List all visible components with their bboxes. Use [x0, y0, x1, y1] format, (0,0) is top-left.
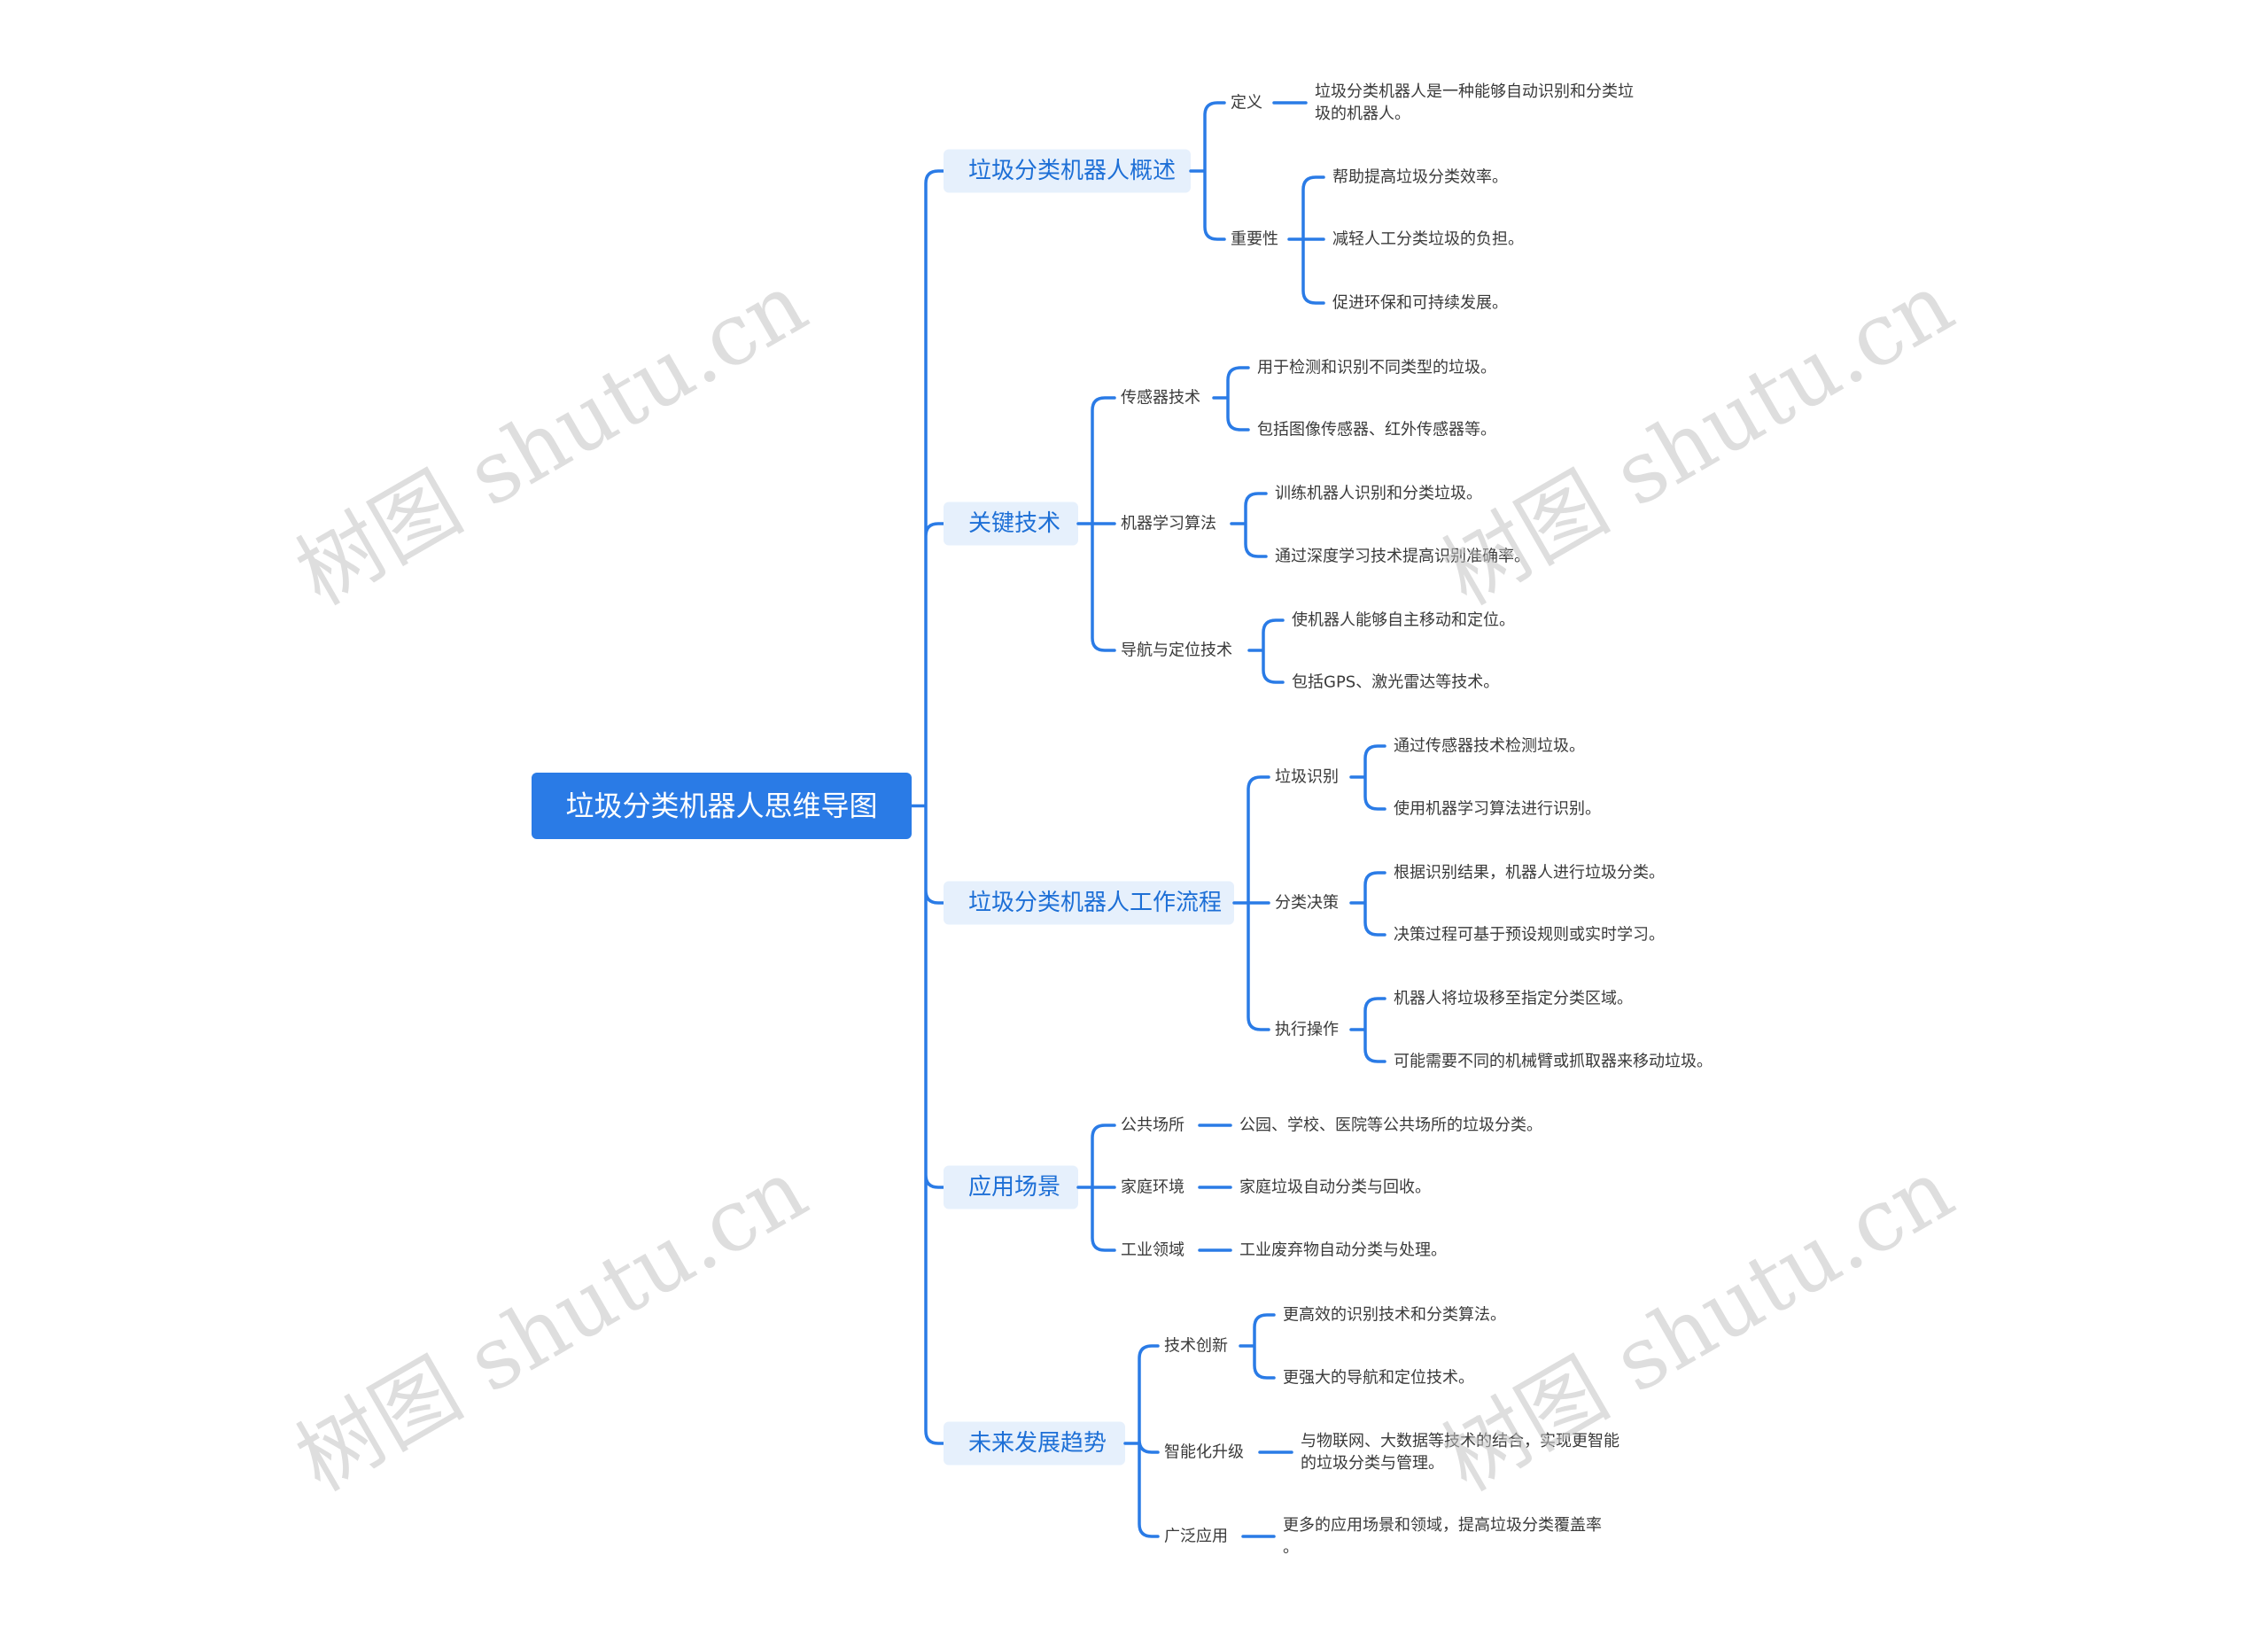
leaf-text: 减轻人工分类垃圾的负担。 [1332, 230, 1524, 249]
leaf-text: 更多的应用场景和领域，提高垃圾分类覆盖率 [1283, 1516, 1602, 1535]
connector-line [1123, 1344, 1160, 1538]
branch-node[interactable]: 应用场景 [944, 1165, 1078, 1209]
sub-topic-label[interactable]: 重要性 [1231, 230, 1278, 249]
leaf-text: 促进环保和可持续发展。 [1332, 294, 1508, 313]
sub-topic-label[interactable]: 定义 [1231, 94, 1262, 113]
sub-topic-label[interactable]: 公共场所 [1121, 1116, 1184, 1135]
sub-topic-label[interactable]: 工业领域 [1121, 1241, 1184, 1260]
sub-topic-label[interactable]: 家庭环境 [1121, 1178, 1184, 1197]
watermark: 树图 shutu.cn [281, 253, 823, 624]
root-node-box [532, 773, 912, 839]
leaf-text: 使用机器学习算法进行识别。 [1394, 800, 1601, 819]
sub-topic-label[interactable]: 垃圾识别 [1275, 768, 1339, 787]
sub-topic-label[interactable]: 机器学习算法 [1121, 515, 1216, 533]
leaf-text: 决策过程可基于预设规则或实时学习。 [1394, 926, 1665, 945]
branch-node-label: 未来发展趋势 [968, 1430, 1107, 1457]
branch-node-label: 垃圾分类机器人概述 [968, 158, 1176, 184]
root-node-label: 垃圾分类机器人思维导图 [565, 789, 877, 823]
sub-topic-label[interactable]: 广泛应用 [1164, 1528, 1228, 1546]
connector-line [1247, 618, 1285, 684]
sub-topic-label[interactable]: 执行操作 [1275, 1021, 1339, 1039]
leaf-text: 的垃圾分类与管理。 [1301, 1454, 1444, 1473]
connector-line [1189, 101, 1226, 241]
sub-topic-label[interactable]: 分类决策 [1275, 894, 1339, 913]
leaf-text: 更强大的导航和定位技术。 [1283, 1369, 1474, 1388]
branch-node[interactable]: 垃圾分类机器人概述 [944, 149, 1191, 193]
connector-line [1076, 396, 1116, 652]
sub-topic-label[interactable]: 传感器技术 [1121, 389, 1200, 408]
leaf-text: 通过深度学习技术提高识别准确率。 [1275, 548, 1530, 566]
connector-line [1349, 744, 1386, 811]
connector-line [1076, 1124, 1116, 1252]
root-node[interactable]: 垃圾分类机器人思维导图 [532, 773, 912, 839]
leaf-text: 。 [1283, 1538, 1299, 1557]
leaf-text: 与物联网、大数据等技术的结合，实现更智能 [1301, 1432, 1619, 1450]
connector-line [1212, 366, 1250, 432]
sub-topic-label[interactable]: 导航与定位技术 [1121, 642, 1232, 660]
leaf-text: 更高效的识别技术和分类算法。 [1283, 1306, 1506, 1325]
watermark: 树图 shutu.cn [281, 1139, 823, 1510]
leaf-text: 使机器人能够自主移动和定位。 [1292, 611, 1515, 630]
branch-node-label: 关键技术 [968, 510, 1060, 537]
sub-topic-label[interactable]: 智能化升级 [1164, 1443, 1244, 1462]
leaf-text: 圾的机器人。 [1315, 105, 1410, 123]
connector-line [1230, 492, 1268, 558]
branch-node-label: 垃圾分类机器人工作流程 [968, 890, 1222, 916]
leaf-text: 垃圾分类机器人是一种能够自动识别和分类垃 [1315, 82, 1634, 101]
connector-line [1232, 775, 1270, 1031]
connector-line [1349, 997, 1386, 1063]
branch-node[interactable]: 关键技术 [944, 502, 1078, 546]
leaf-text: 家庭垃圾自动分类与回收。 [1239, 1178, 1431, 1197]
branch-node-box [944, 149, 1191, 193]
leaf-text: 包括图像传感器、红外传感器等。 [1257, 421, 1496, 439]
leaf-text: 根据识别结果，机器人进行垃圾分类。 [1394, 864, 1665, 883]
leaf-text: 工业废弃物自动分类与处理。 [1239, 1241, 1447, 1260]
connector-line [1239, 1313, 1276, 1380]
branch-node-box [944, 881, 1234, 925]
branch-node[interactable]: 未来发展趋势 [944, 1421, 1125, 1466]
watermark: 树图 shutu.cn [1427, 253, 1969, 624]
leaf-text: 帮助提高垃圾分类效率。 [1332, 168, 1508, 187]
leaf-text: 可能需要不同的机械臂或抓取器来移动垃圾。 [1394, 1053, 1713, 1071]
branch-node-box [944, 502, 1078, 546]
leaf-text: 训练机器人识别和分类垃圾。 [1275, 485, 1482, 503]
sub-topic-label[interactable]: 技术创新 [1164, 1337, 1228, 1356]
connector-line [1349, 871, 1386, 937]
leaf-text: 公园、学校、医院等公共场所的垃圾分类。 [1239, 1116, 1542, 1135]
leaf-text: 通过传感器技术检测垃圾。 [1394, 737, 1585, 756]
branch-node-box [944, 1165, 1078, 1209]
connector-line [1287, 175, 1325, 305]
leaf-text: 机器人将垃圾移至指定分类区域。 [1394, 990, 1633, 1008]
leaf-text: 用于检测和识别不同类型的垃圾。 [1257, 359, 1496, 377]
branch-node-label: 应用场景 [968, 1174, 1060, 1201]
branch-node[interactable]: 垃圾分类机器人工作流程 [944, 881, 1234, 925]
leaf-text: 包括GPS、激光雷达等技术。 [1292, 673, 1499, 692]
watermark: 树图 shutu.cn [1427, 1139, 1969, 1510]
connector-line [910, 169, 945, 1445]
branch-node-box [944, 1421, 1125, 1466]
